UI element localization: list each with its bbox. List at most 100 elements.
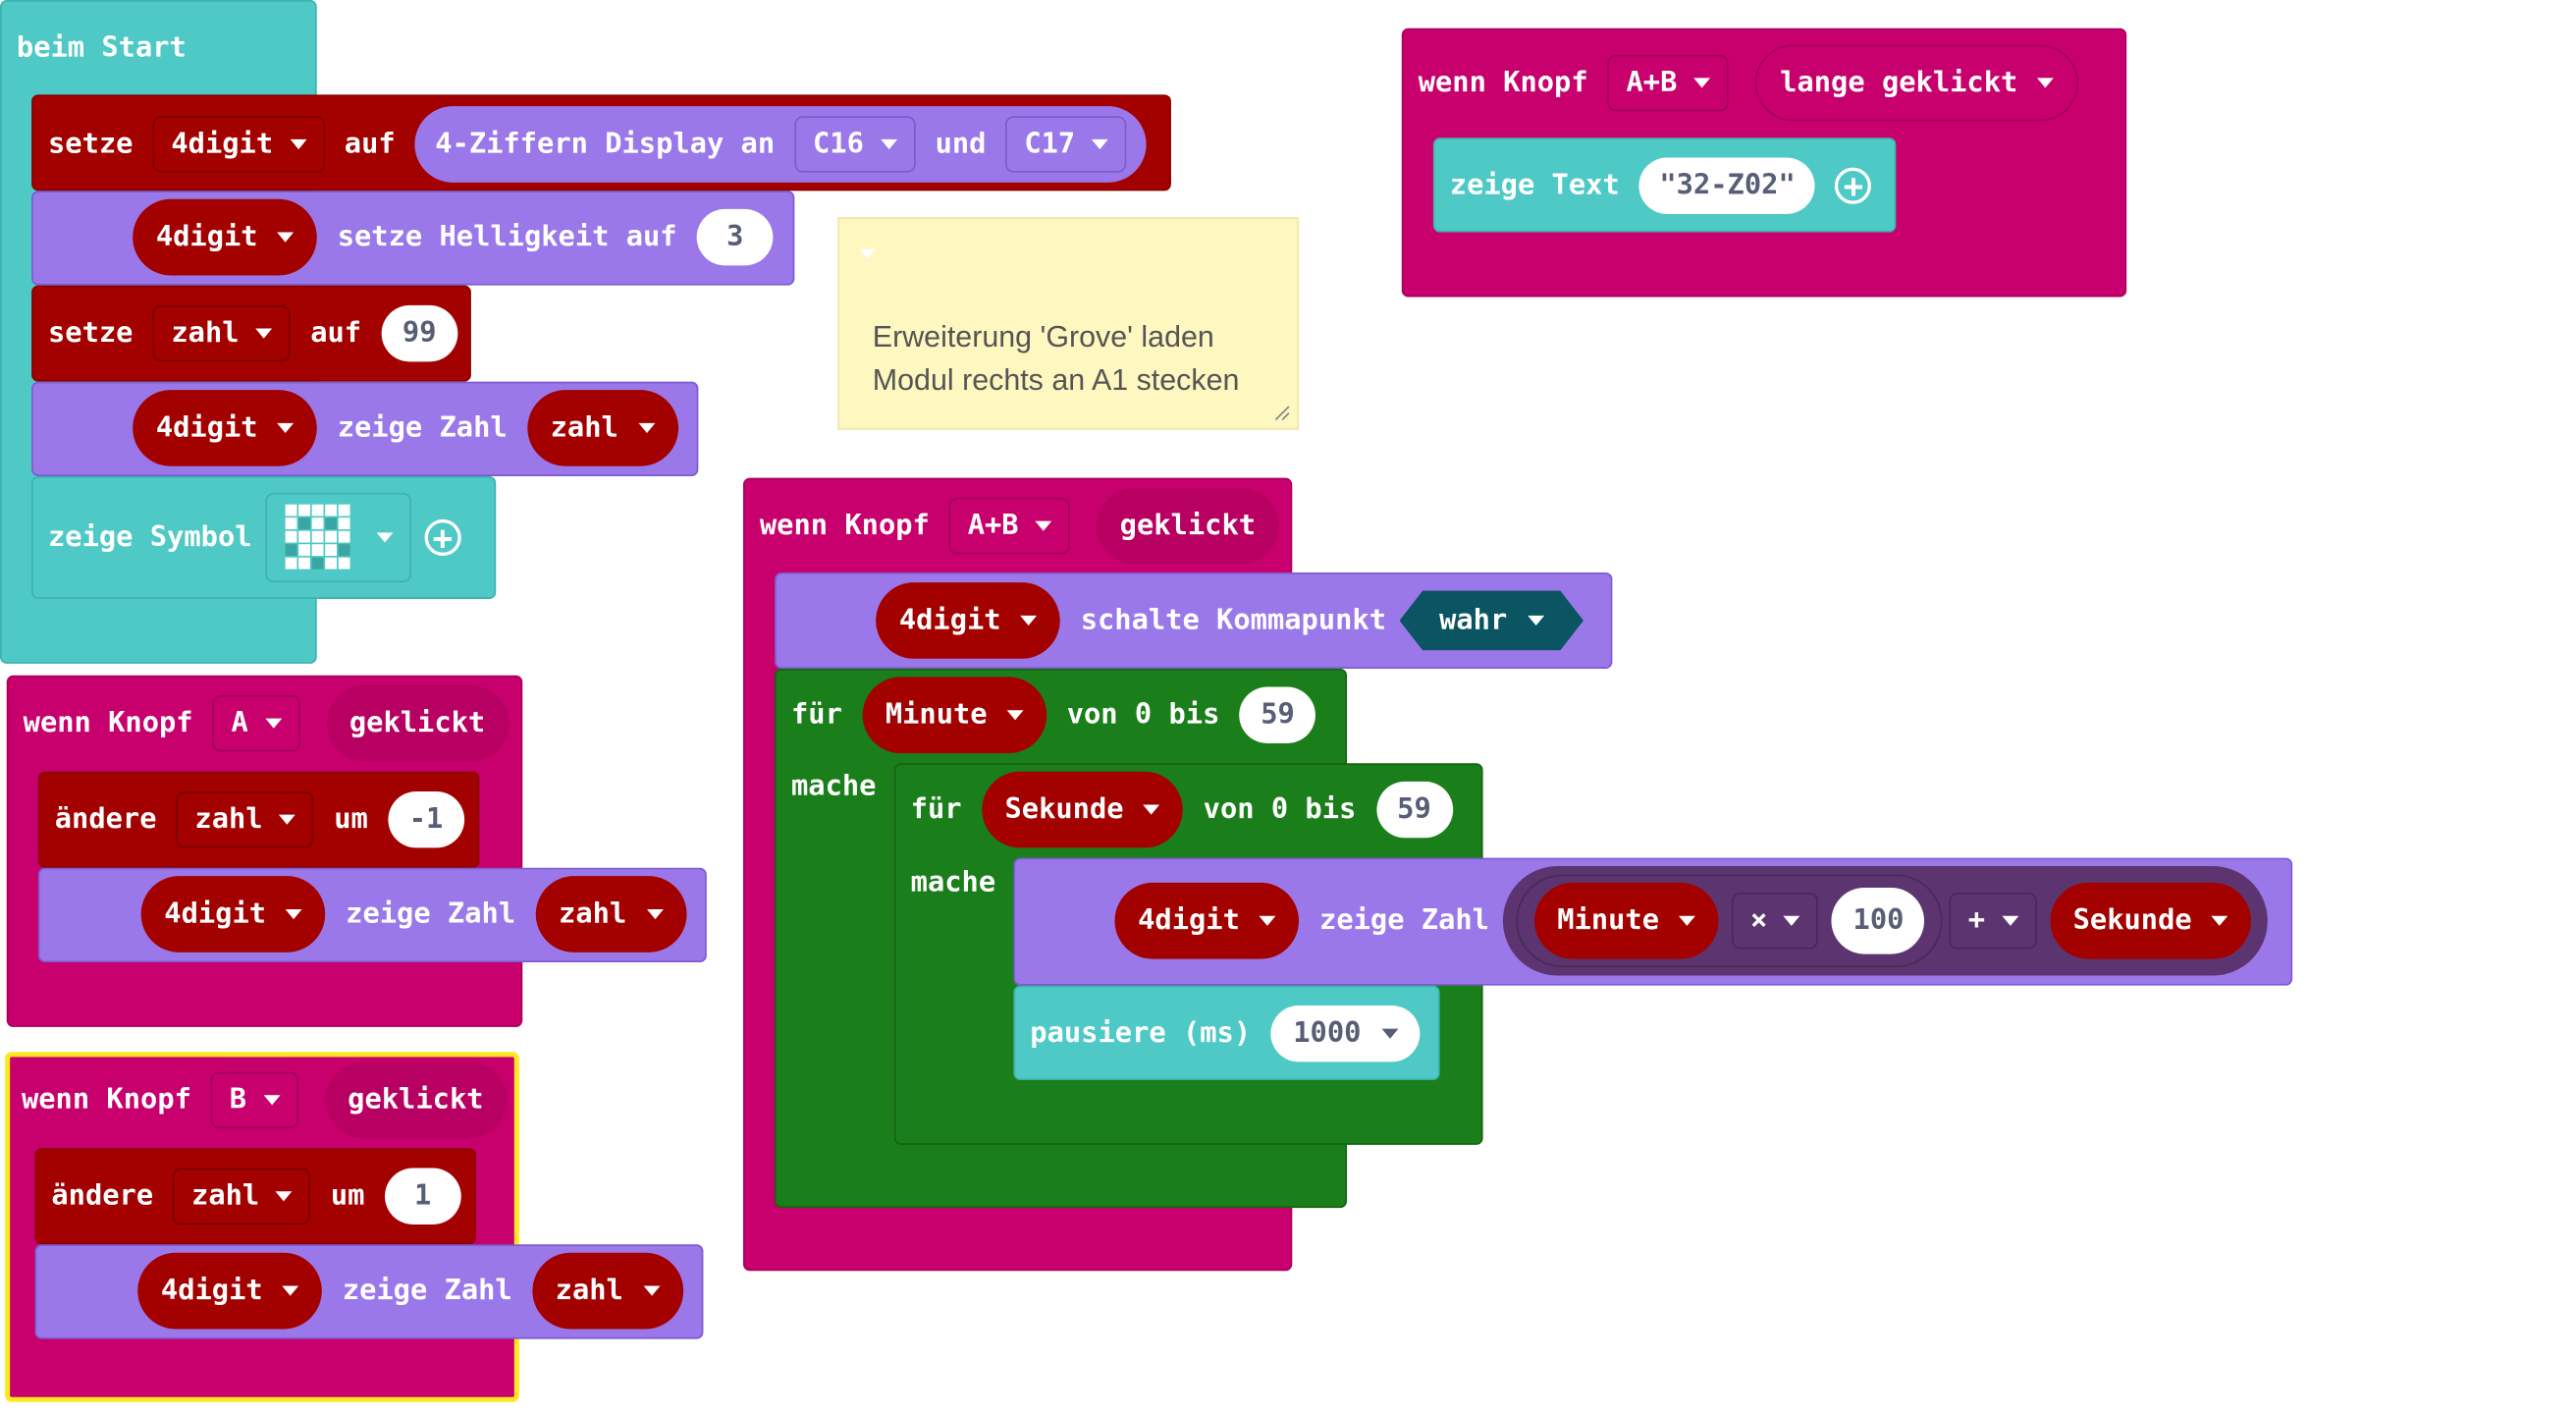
collapse-chevron-icon[interactable] (859, 248, 877, 259)
operator-dropdown[interactable]: × (1732, 893, 1819, 950)
var-pill-second[interactable]: Sekunde (981, 771, 1184, 848)
event-label: geklickt (326, 684, 509, 762)
var-pill-4digit[interactable]: 4digit (140, 876, 326, 952)
add-plus-icon[interactable]: + (424, 518, 461, 557)
zahl-value-input[interactable]: 99 (381, 304, 458, 362)
chevron-down-icon (1693, 78, 1711, 88)
var-pill-zahl[interactable]: zahl (535, 876, 687, 952)
var-pill-4digit[interactable]: 4digit (133, 198, 318, 276)
when-button-label: wenn Knopf (759, 509, 930, 543)
var-pill-4digit[interactable]: 4digit (133, 390, 318, 466)
var-pill-zahl[interactable]: zahl (526, 390, 678, 466)
var-name: zahl (559, 898, 627, 931)
range-label: von 0 bis (1066, 698, 1220, 733)
var-name: zahl (191, 1179, 260, 1214)
var-pill-minute[interactable]: Minute (862, 677, 1047, 754)
change-keyword: ändere (51, 1179, 154, 1214)
pin1-value: C16 (813, 128, 864, 161)
chevron-down-icon (643, 1285, 661, 1296)
chevron-down-icon (1784, 915, 1801, 926)
var-name: 4digit (1138, 903, 1240, 938)
chevron-down-icon (282, 1285, 299, 1296)
var-pill-4digit[interactable]: 4digit (1114, 882, 1300, 959)
show-number-label: zeige Zahl (1319, 903, 1489, 938)
button-value: A+B (1626, 66, 1678, 100)
var-dropdown-4digit[interactable]: 4digit (152, 116, 325, 173)
icon-picker-dropdown[interactable] (265, 492, 411, 583)
var-pill-zahl[interactable]: zahl (532, 1252, 683, 1330)
add-expression[interactable]: Minute × 100 + Sekunde (1502, 866, 2269, 976)
max-input[interactable]: 59 (1375, 781, 1453, 839)
comment-note[interactable]: Erweiterung 'Grove' laden Modul rechts a… (837, 217, 1300, 430)
var-name: 4digit (171, 128, 274, 161)
range-label: von 0 bis (1203, 792, 1357, 827)
show-string-block[interactable] (1432, 137, 1897, 233)
var-pill-4digit[interactable]: 4digit (876, 582, 1061, 659)
pause-ms-dropdown[interactable]: 1000 (1270, 1005, 1421, 1062)
by-keyword: um (334, 802, 368, 837)
operator-dropdown[interactable]: + (1950, 893, 2037, 950)
show-string-label: zeige Text (1449, 169, 1620, 203)
button-value: A (231, 706, 248, 740)
var-name: Sekunde (1004, 792, 1124, 827)
event-dropdown[interactable]: lange geklickt (1754, 44, 2079, 122)
do-keyword: mache (910, 866, 996, 899)
pin1-dropdown[interactable]: C16 (794, 116, 916, 173)
show-number-label: zeige Zahl (346, 898, 516, 931)
delta-input[interactable]: 1 (384, 1168, 461, 1225)
show-icon-block[interactable] (31, 475, 497, 599)
display-expr-label: 4-Ziffern Display an (435, 128, 776, 161)
when-button-label: wenn Knopf (23, 706, 193, 740)
chevron-down-icon (264, 718, 282, 729)
create-display-block[interactable]: 4-Ziffern Display an C16 und C17 (414, 106, 1147, 183)
to-keyword: auf (310, 316, 362, 351)
delta-input[interactable]: -1 (388, 790, 464, 848)
button-dropdown[interactable]: A (212, 694, 300, 752)
do-keyword: mache (790, 770, 877, 803)
to-keyword: auf (344, 128, 396, 161)
var-dropdown-zahl[interactable]: zahl (173, 1168, 311, 1225)
var-pill-4digit[interactable]: 4digit (137, 1252, 323, 1330)
comment-line-1: Erweiterung 'Grove' laden (872, 320, 1214, 354)
button-dropdown[interactable]: A+B (1607, 54, 1729, 112)
event-label: geklickt (324, 1061, 508, 1139)
resize-handle-icon[interactable] (1274, 405, 1291, 421)
brightness-input[interactable]: 3 (696, 208, 774, 266)
number-input[interactable]: 100 (1832, 887, 1925, 954)
for-keyword: für (910, 792, 962, 827)
chevron-down-icon (376, 532, 394, 543)
text-input[interactable]: "32-Z02" (1639, 157, 1816, 214)
var-name: Sekunde (2072, 903, 2192, 938)
change-keyword: ändere (54, 802, 157, 837)
var-dropdown-zahl[interactable]: zahl (176, 790, 314, 848)
var-name: 4digit (164, 898, 267, 931)
button-dropdown[interactable]: B (211, 1071, 298, 1128)
max-input[interactable]: 59 (1239, 686, 1316, 743)
var-name: 4digit (160, 1274, 263, 1308)
var-dropdown-zahl[interactable]: zahl (152, 304, 291, 362)
multiply-expression[interactable]: Minute × 100 (1516, 874, 1944, 968)
var-name: zahl (194, 802, 263, 837)
button-value: A+B (967, 509, 1019, 543)
chevron-down-icon (255, 328, 273, 339)
boolean-value: wahr (1439, 604, 1508, 637)
colon-label: schalte Kommapunkt (1080, 604, 1387, 637)
set-keyword: setze (48, 128, 134, 161)
boolean-dropdown[interactable]: wahr (1400, 591, 1583, 651)
var-name: zahl (171, 316, 240, 351)
on-start-label: beim Start (16, 31, 187, 65)
chevron-down-icon (1260, 915, 1277, 926)
var-name: Minute (1557, 903, 1660, 938)
chevron-down-icon (277, 422, 295, 434)
when-button-label: wenn Knopf (21, 1083, 191, 1117)
button-dropdown[interactable]: A+B (949, 497, 1070, 555)
add-plus-icon[interactable]: + (1835, 167, 1872, 204)
chevron-down-icon (646, 908, 664, 920)
pin2-dropdown[interactable]: C17 (1005, 116, 1127, 173)
chevron-down-icon (1528, 616, 1544, 626)
var-pill-minute[interactable]: Minute (1533, 882, 1719, 959)
pause-label: pausiere (ms) (1030, 1016, 1252, 1051)
var-pill-second[interactable]: Sekunde (2049, 882, 2252, 959)
chevron-down-icon (279, 814, 296, 825)
